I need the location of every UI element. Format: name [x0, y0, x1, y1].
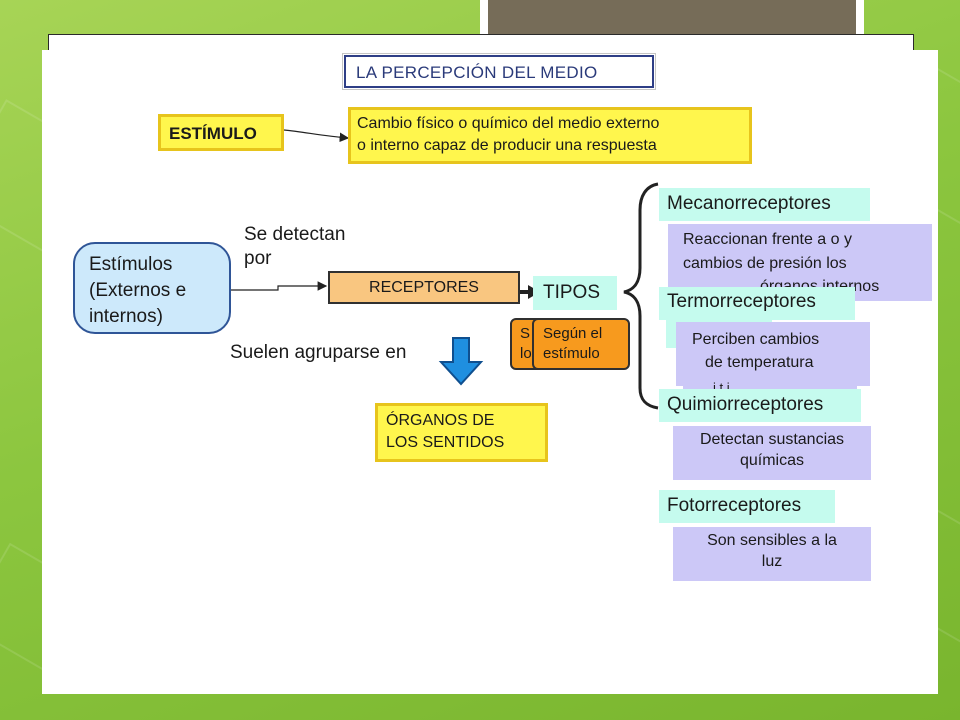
tipos-fill	[533, 276, 617, 310]
segun-back-line-2: lo	[520, 345, 532, 362]
quimiorreceptores-label: Quimiorreceptores	[667, 394, 824, 415]
fotorreceptores-label: Fotorreceptores	[667, 495, 802, 516]
termorreceptores-desc-line-2: de temperatura	[705, 354, 814, 371]
estimulo-label: ESTÍMULO	[169, 124, 257, 143]
estimulos-line-3: internos)	[89, 306, 163, 327]
organos-box: ÓRGANOS DE LOS SENTIDOS	[375, 403, 548, 462]
mecanorreceptores-desc-line-2: cambios de presión los	[683, 255, 847, 272]
se-detectan-line-1: Se detectan	[244, 224, 346, 245]
organos-line-2: LOS SENTIDOS	[386, 434, 505, 451]
fotorreceptores-desc-line-2: luz	[761, 553, 783, 570]
quimiorreceptores-desc-box: Detectan sustancias químicas	[673, 426, 871, 480]
segun-front-line-2: estímulo	[543, 345, 600, 362]
organos-line-1: ÓRGANOS DE	[386, 412, 495, 429]
quimiorreceptores-desc-line-1: Detectan sustancias	[699, 431, 845, 448]
down-arrow	[438, 337, 484, 386]
estimulos-line-2: (Externos e	[89, 280, 187, 301]
estimulos-node: Estímulos (Externos e internos)	[73, 242, 231, 334]
quimiorreceptores-desc-line-2: químicas	[739, 452, 805, 469]
arrow-estimulos-to-receptores	[230, 281, 328, 291]
estimulo-definition-box: Cambio físico o químico del medio extern…	[348, 107, 752, 164]
slide-canvas: LA PERCEPCIÓN DEL MEDIO ESTÍMULO Cambio …	[42, 50, 938, 694]
diagram-title: LA PERCEPCIÓN DEL MEDIO	[342, 53, 656, 90]
arrow-estimulo-to-definition	[283, 129, 350, 143]
receptores-box: RECEPTORES	[328, 271, 520, 304]
segun-back-line-1: S	[520, 325, 531, 342]
slide-outline	[48, 34, 914, 54]
termorreceptores-box: Termorreceptores	[659, 287, 855, 320]
estimulo-definition-line-2: o interno capaz de producir una respuest…	[357, 137, 657, 154]
se-detectan-line-2: por	[244, 248, 272, 269]
estimulos-line-1: Estímulos	[89, 254, 173, 275]
fotorreceptores-box: Fotorreceptores	[659, 490, 835, 523]
estimulo-box: ESTÍMULO	[158, 114, 284, 151]
termorreceptores-label: Termorreceptores	[667, 291, 816, 312]
termorreceptores-desc-line-1: Perciben cambios	[692, 331, 820, 348]
mecanorreceptores-label: Mecanorreceptores	[667, 193, 831, 214]
fotorreceptores-desc-line-1: Son sensibles a la	[707, 532, 837, 549]
receptores-label: RECEPTORES	[369, 279, 479, 296]
curly-brace	[623, 182, 659, 410]
connector-lines	[230, 129, 659, 410]
estimulo-definition-line-1: Cambio físico o químico del medio extern…	[357, 115, 660, 132]
tipos-label: TIPOS	[543, 282, 601, 303]
tipos-box: TIPOS	[533, 276, 617, 310]
segun-front-box: Según el estímulo	[532, 318, 630, 370]
segun-front-line-1: Según el	[543, 325, 603, 342]
mecanorreceptores-box: Mecanorreceptores	[659, 188, 870, 221]
suelen-text: Suelen agruparse en	[230, 342, 407, 363]
mecanorreceptores-desc-line-1: Reaccionan frente a o y	[683, 231, 852, 248]
quimiorreceptores-box: Quimiorreceptores	[659, 389, 861, 422]
fotorreceptores-desc-box: Son sensibles a la luz	[673, 527, 871, 581]
